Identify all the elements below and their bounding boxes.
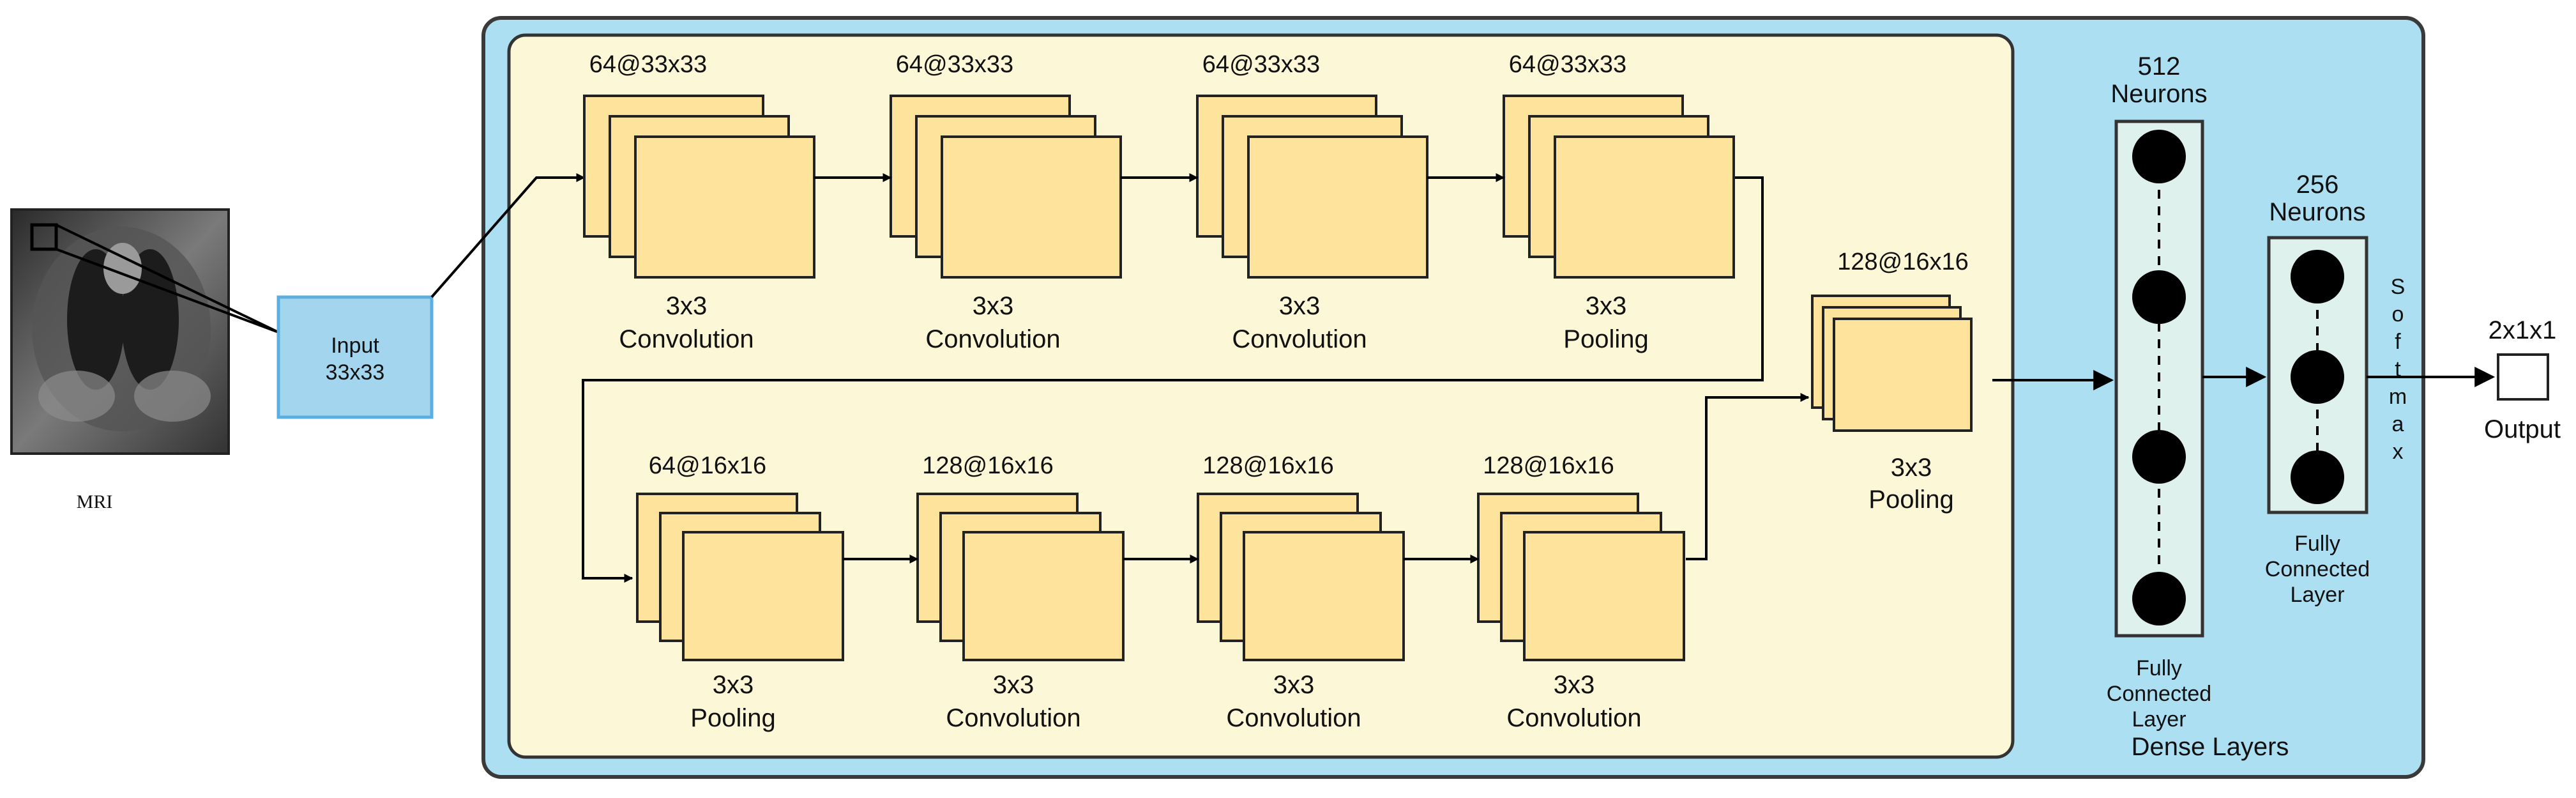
row-wrap-arrow <box>582 176 1764 583</box>
neuron <box>2291 250 2344 303</box>
conv-row1-op-kernel-1: 3x3 <box>666 292 708 320</box>
conv-row1-shape-3: 64@33x33 <box>1202 51 1320 78</box>
conv-row1-stack-4 <box>1503 95 1735 279</box>
feature-map-labels: 64@33x333x3Convolution64@33x333x3Convolu… <box>589 51 1969 732</box>
softmax-letter: S <box>2391 275 2406 299</box>
final-pool-op-kernel: 3x3 <box>1891 454 1932 482</box>
dense-1-title-line2: Neurons <box>2110 80 2207 108</box>
input-box-label-line2: 33x33 <box>326 360 385 385</box>
input-box <box>277 295 434 419</box>
conv-row2-shape-1: 64@16x16 <box>649 452 766 479</box>
patch-projection-line <box>56 224 279 334</box>
feature-map <box>1247 135 1428 279</box>
mri-image <box>10 208 230 455</box>
conv-row1-op-kernel-2: 3x3 <box>973 292 1014 320</box>
conv-row2-stack-3 <box>1197 493 1405 661</box>
conv-row2-stack-2 <box>916 493 1125 661</box>
feature-map <box>1523 531 1685 661</box>
output-box <box>2497 353 2549 401</box>
conv-row1-shape-4: 64@33x33 <box>1509 51 1626 78</box>
conv-to-final-pool-arrow <box>1686 393 1810 560</box>
conv-row2-op-kernel-2: 3x3 <box>993 671 1034 699</box>
softmax-letter: o <box>2392 302 2404 326</box>
dense-1-caption-line2: Connected <box>2107 682 2211 706</box>
neuron <box>2132 130 2186 183</box>
neuron <box>2291 350 2344 404</box>
dense-2-title-line2: Neurons <box>2269 198 2365 226</box>
conv-row1-stack-3 <box>1196 95 1428 279</box>
neuron <box>2132 430 2186 484</box>
final-pool-stack <box>1811 295 1973 432</box>
softmax-letter: f <box>2395 330 2401 354</box>
conv-row1-stack-2 <box>890 95 1122 279</box>
feature-map <box>1243 531 1405 661</box>
softmax-letter: t <box>2395 357 2401 381</box>
conv-row1-stack-1 <box>583 95 815 279</box>
dense-layers-label: Dense Layers <box>2132 733 2289 761</box>
conv-row2-stack-4 <box>1477 493 1685 661</box>
dense-1-title-line1: 512 <box>2138 52 2181 81</box>
dense-2-caption-line1: Fully <box>2294 532 2340 556</box>
neuron <box>2291 450 2344 504</box>
conv-row2-shape-4: 128@16x16 <box>1483 452 1614 479</box>
conv-row2-op-kernel-1: 3x3 <box>713 671 754 699</box>
patch-projection-line <box>56 248 279 334</box>
conv-row2-op-name-2: Convolution <box>946 704 1080 732</box>
conv-row2-op-name-1: Pooling <box>690 704 775 732</box>
output-label: Output <box>2484 415 2561 443</box>
feature-map-stacks <box>583 95 1973 661</box>
conv-row2-stack-1 <box>636 493 844 661</box>
conv-row1-op-name-2: Convolution <box>925 325 1060 353</box>
dense-1-caption-line3: Layer <box>2132 707 2186 732</box>
conv-row1-op-name-3: Convolution <box>1232 325 1367 353</box>
feature-map <box>941 135 1122 279</box>
dense-2-caption-line3: Layer <box>2290 583 2344 607</box>
feature-map <box>682 531 844 661</box>
dense-2-caption-line2: Connected <box>2265 557 2370 581</box>
feature-map <box>634 135 815 279</box>
conv-row2-op-name-4: Convolution <box>1506 704 1641 732</box>
conv-row2-op-kernel-4: 3x3 <box>1554 671 1595 699</box>
input-to-conv-arrow <box>430 173 586 298</box>
dense-2-title-line1: 256 <box>2296 171 2339 199</box>
conv-row1-op-name-1: Convolution <box>619 325 754 353</box>
input-box-label-line1: Input <box>331 334 379 358</box>
feature-map <box>1554 135 1735 279</box>
conv-row2-shape-3: 128@16x16 <box>1202 452 1334 479</box>
conv-row1-shape-1: 64@33x33 <box>589 51 707 78</box>
conv-row1-op-kernel-3: 3x3 <box>1279 292 1321 320</box>
softmax-letter: a <box>2392 412 2404 436</box>
final-pool-shape: 128@16x16 <box>1837 249 1969 275</box>
conv-row2-op-kernel-3: 3x3 <box>1273 671 1315 699</box>
flow-arrows <box>814 173 1505 564</box>
mri-label: MRI <box>77 491 113 512</box>
feature-map <box>962 531 1125 661</box>
softmax-letter: x <box>2393 440 2404 464</box>
dense-1-caption-line1: Fully <box>2136 656 2182 680</box>
conv-row1-shape-2: 64@33x33 <box>896 51 1013 78</box>
conv-row1-op-name-4: Pooling <box>1563 325 1648 353</box>
softmax-letter: m <box>2389 385 2407 409</box>
conv-row2-shape-2: 128@16x16 <box>922 452 1054 479</box>
feature-map <box>1833 318 1973 432</box>
conv-row2-op-name-3: Convolution <box>1226 704 1361 732</box>
conv-row1-op-kernel-4: 3x3 <box>1586 292 1627 320</box>
neuron <box>2132 270 2186 324</box>
final-pool-op-name: Pooling <box>1868 486 1953 514</box>
patch-marker <box>30 223 58 251</box>
output-shape-label: 2x1x1 <box>2489 316 2557 344</box>
neuron <box>2132 572 2186 625</box>
